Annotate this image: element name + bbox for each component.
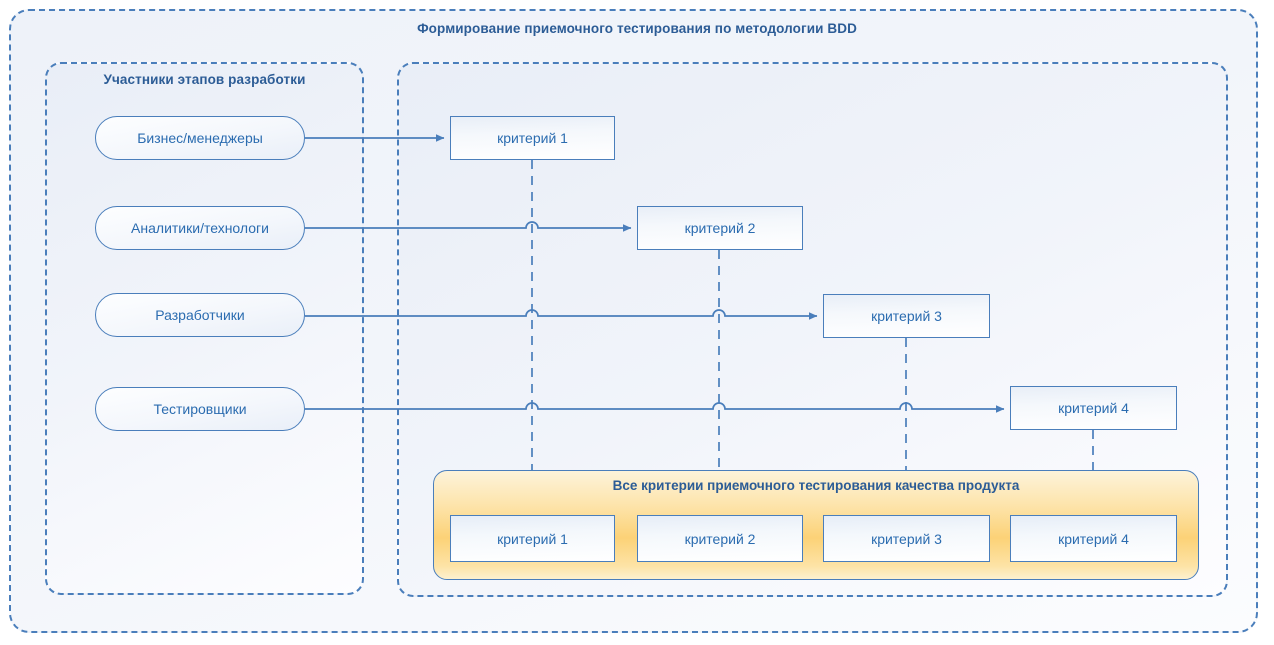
criterion-box-3[interactable]: критерий 3 — [823, 294, 990, 338]
summary-panel-title: Все критерии приемочного тестирования ка… — [612, 478, 1020, 493]
criterion-box-1[interactable]: критерий 1 — [450, 116, 615, 160]
criterion-box-4[interactable]: критерий 4 — [1010, 386, 1177, 430]
role-pill-testers[interactable]: Тестировщики — [95, 387, 305, 431]
summary-criterion-box-3[interactable]: критерий 3 — [823, 515, 990, 562]
summary-criterion-box-1[interactable]: критерий 1 — [450, 515, 615, 562]
criterion-box-2[interactable]: критерий 2 — [637, 206, 803, 250]
role-pill-analysts[interactable]: Аналитики/технологи — [95, 206, 305, 250]
role-pill-business[interactable]: Бизнес/менеджеры — [95, 116, 305, 160]
role-pill-developers[interactable]: Разработчики — [95, 293, 305, 337]
summary-criterion-box-2[interactable]: критерий 2 — [637, 515, 803, 562]
participants-panel-title: Участники этапов разработки — [103, 72, 306, 87]
summary-criterion-box-4[interactable]: критерий 4 — [1010, 515, 1177, 562]
diagram-title: Формирование приемочного тестирования по… — [417, 21, 857, 36]
